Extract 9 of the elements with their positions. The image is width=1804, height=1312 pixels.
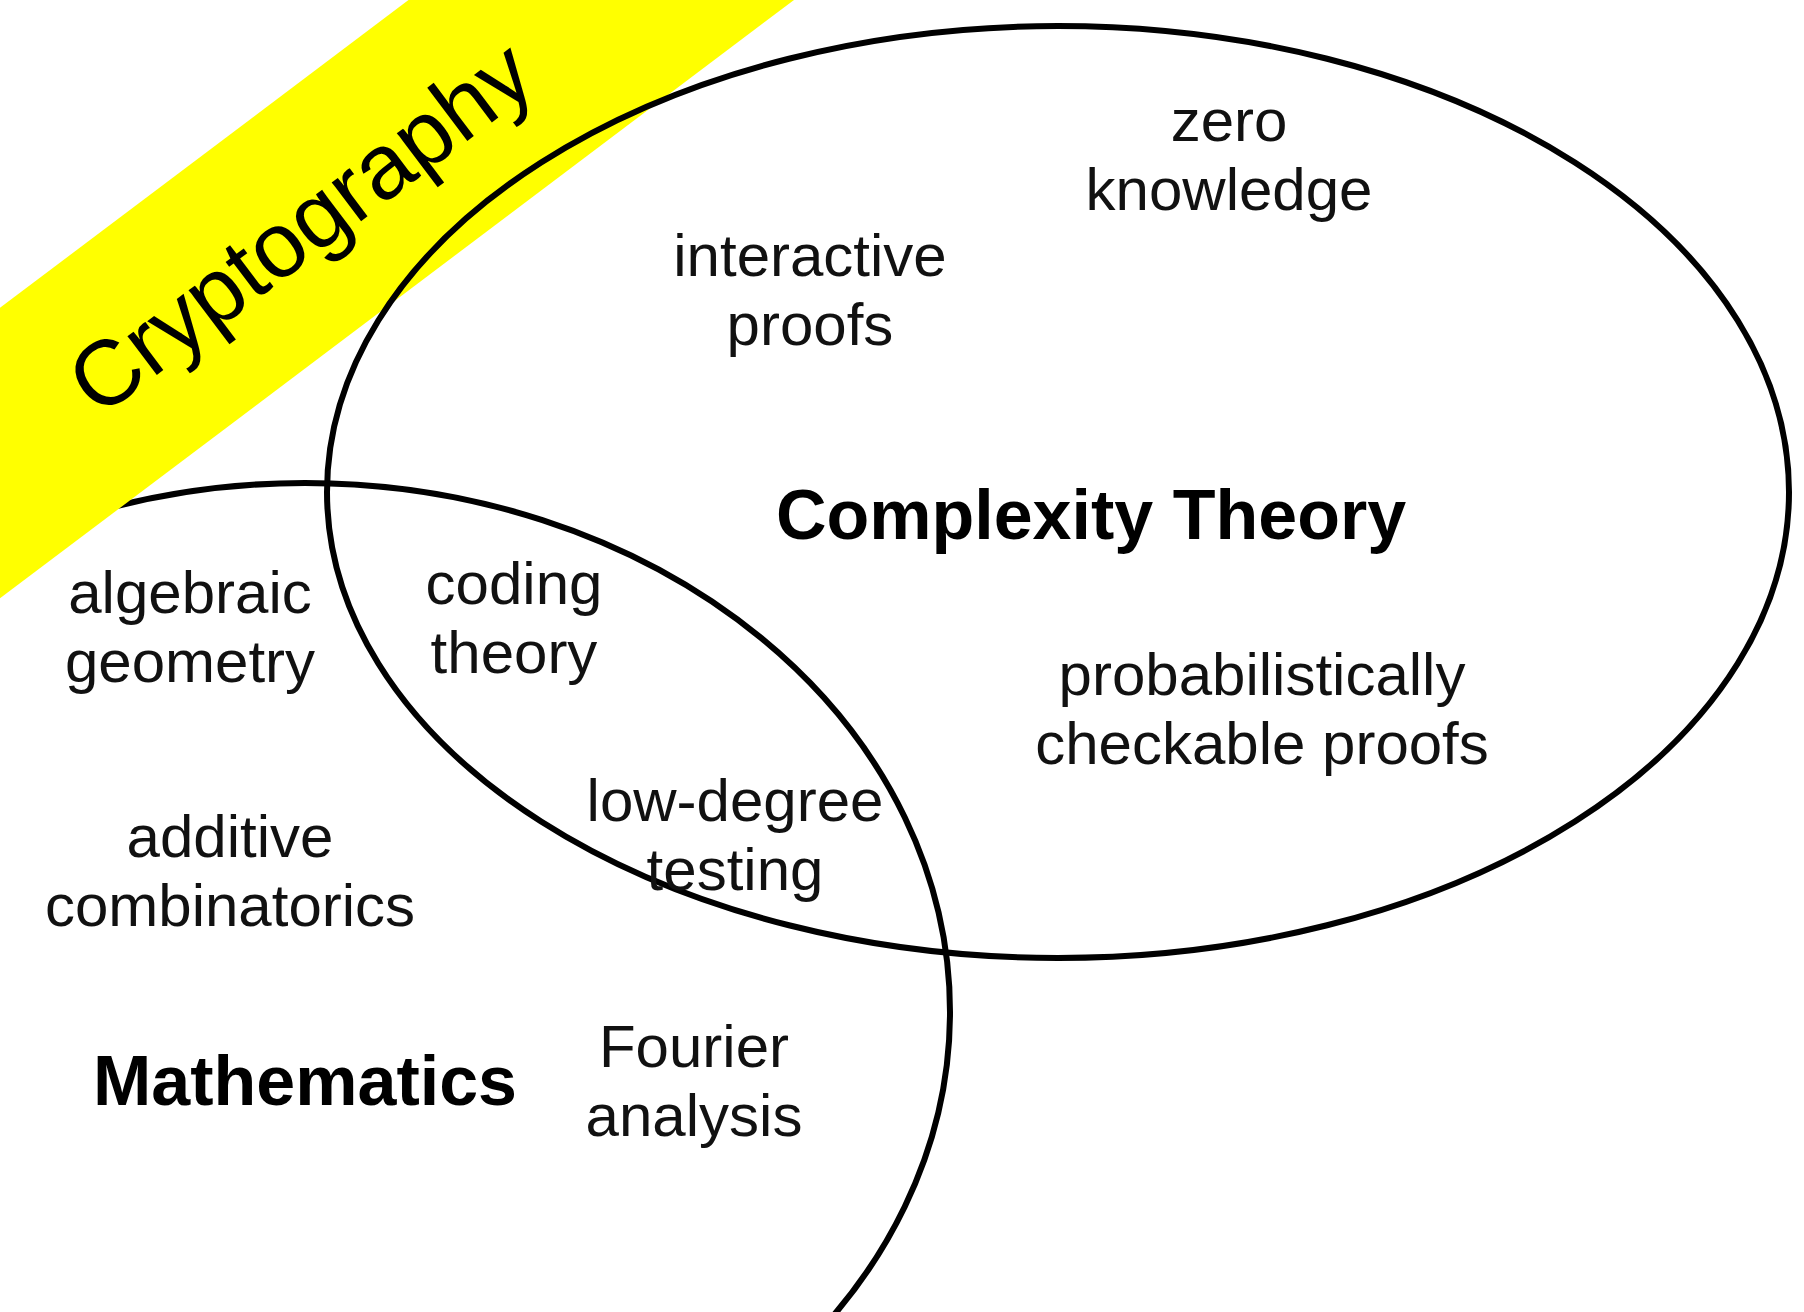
topic-label: coding theory — [424, 549, 604, 687]
topic-label: additive combinatorics — [43, 802, 417, 940]
topic-label: algebraic geometry — [63, 558, 317, 696]
topic-label: interactive proofs — [672, 221, 948, 359]
topic-label: low-degree testing — [585, 766, 885, 904]
set-title: Mathematics — [93, 1046, 517, 1116]
topic-label: Fourier analysis — [584, 1012, 804, 1150]
topic-label: zero knowledge — [1084, 86, 1374, 224]
topic-label: probabilistically checkable proofs — [1034, 640, 1490, 778]
